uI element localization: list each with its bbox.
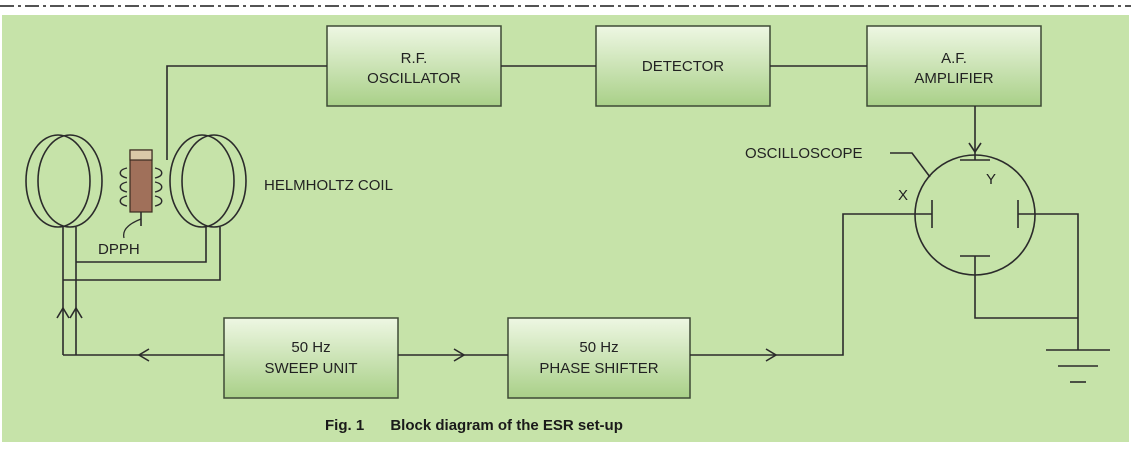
arrow-to-phase-shifter bbox=[453, 348, 466, 362]
helmholtz-coil-left bbox=[25, 134, 103, 228]
sweep-unit-box bbox=[223, 317, 399, 399]
rf-oscillator-box bbox=[326, 25, 502, 107]
ground-icon bbox=[1046, 349, 1110, 383]
rf-oscillator-label-2: OSCILLATOR bbox=[367, 70, 461, 87]
block-sweep-unit: 50 Hz SWEEP UNIT bbox=[223, 317, 399, 399]
dpph-label: DPPH bbox=[98, 241, 140, 258]
x-plate-label: X bbox=[898, 187, 908, 204]
figure-number: Fig. 1 bbox=[325, 417, 364, 434]
rf-coil-left bbox=[119, 167, 128, 207]
af-amplifier-label-1: A.F. bbox=[941, 50, 967, 67]
block-rf-oscillator: R.F. OSCILLATOR bbox=[326, 25, 502, 107]
phase-shifter-label-2: PHASE SHIFTER bbox=[539, 360, 658, 377]
helmholtz-coil-label: HELMHOLTZ COIL bbox=[264, 177, 393, 194]
sample-cap bbox=[129, 149, 153, 161]
block-af-amplifier: A.F. AMPLIFIER bbox=[866, 25, 1042, 107]
dpph-sample bbox=[119, 149, 163, 226]
wire-rf-to-sample bbox=[166, 65, 327, 160]
figure-caption-text: Block diagram of the ESR set-up bbox=[390, 417, 623, 434]
arrow-to-x-plate bbox=[765, 348, 778, 362]
af-amplifier-label-2: AMPLIFIER bbox=[914, 70, 993, 87]
rf-coil-right bbox=[154, 167, 163, 207]
sweep-unit-label-2: SWEEP UNIT bbox=[264, 360, 357, 377]
figure-caption: Fig. 1 Block diagram of the ESR set-up bbox=[325, 417, 623, 434]
block-detector: DETECTOR bbox=[595, 25, 771, 107]
detector-label: DETECTOR bbox=[642, 58, 724, 75]
wire-bottom-plate-to-ground bbox=[974, 256, 1078, 319]
arrow-to-y-plate bbox=[968, 142, 982, 154]
block-phase-shifter: 50 Hz PHASE SHIFTER bbox=[507, 317, 691, 399]
wire-coil-link-lower bbox=[63, 227, 221, 281]
arrow-to-coils bbox=[137, 348, 150, 362]
sweep-unit-label-1: 50 Hz bbox=[291, 339, 330, 356]
arrow-up-left bbox=[56, 306, 70, 319]
oscilloscope-label: OSCILLOSCOPE bbox=[745, 145, 863, 162]
wire-right-plate-to-ground bbox=[1018, 213, 1079, 350]
dpph-leader bbox=[122, 218, 142, 239]
helmholtz-coil-right bbox=[169, 134, 247, 228]
oscilloscope-leader bbox=[890, 152, 931, 178]
rf-oscillator-label-1: R.F. bbox=[401, 50, 428, 67]
wire-coil-link-upper bbox=[76, 227, 207, 263]
phase-shifter-box bbox=[507, 317, 691, 399]
wire-phase-to-x bbox=[690, 213, 932, 356]
arrow-up-right bbox=[69, 306, 83, 319]
phase-shifter-label-1: 50 Hz bbox=[579, 339, 618, 356]
y-plate-label: Y bbox=[986, 171, 996, 188]
